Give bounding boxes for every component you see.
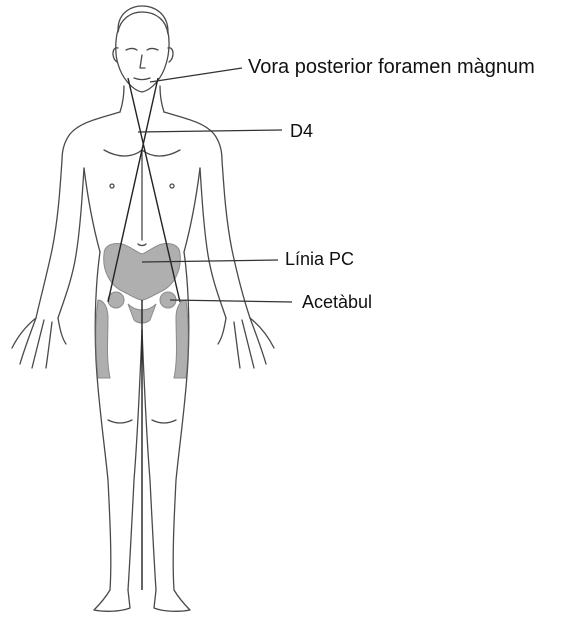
label-acetabulum: Acetàbul: [302, 293, 372, 311]
label-foramen-magnum: Vora posterior foramen màgnum: [248, 57, 535, 77]
label-d4: D4: [290, 122, 313, 140]
label-pc-line: Línia PC: [285, 250, 354, 268]
body-outline: [12, 6, 274, 611]
